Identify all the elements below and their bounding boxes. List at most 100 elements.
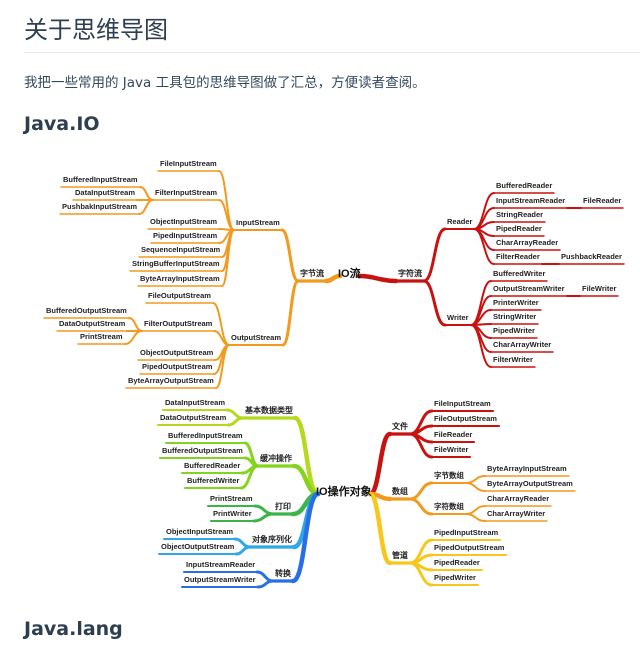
io-stream-map-node-filterreader-30: FilterReader [496, 252, 540, 261]
io-object-map-node-cn-9: 打印 [275, 502, 291, 511]
io-object-map-node-cn-23: 数组 [392, 487, 408, 496]
io-object-map-branch-3 [226, 416, 245, 427]
io-object-map-branch-16 [255, 570, 275, 583]
io-stream-map-node-inputstreamreader-25: InputStreamReader [496, 196, 566, 205]
io-stream-map-node-stringwriter-37: StringWriter [493, 312, 537, 321]
io-object-map-node-chararraywriter-29: CharArrayWriter [487, 509, 546, 518]
io-object-map-node-cn-27: 字符数组 [434, 502, 464, 511]
io-object-map-node-printstream-10: PrintStream [210, 494, 253, 503]
io-stream-map-branch-22 [356, 273, 399, 284]
io-stream-map-node-writer-32: Writer [447, 313, 469, 322]
section-heading-java-io: Java.IO [24, 113, 100, 135]
io-stream-map-node-fileoutputstream-14: FileOutputStream [148, 291, 211, 300]
io-stream-map-branch-1 [323, 273, 343, 284]
io-stream-map-node-dataoutputstream-17: DataOutputStream [59, 319, 126, 328]
io-object-map-node-bufferedinputstream-5: BufferedInputStream [168, 431, 243, 440]
io-object-map-node-objectinputstream-13: ObjectInputStream [166, 527, 234, 536]
io-object-map-node-outputstreamwriter-17: OutputStreamWriter [184, 575, 256, 584]
title-divider [24, 52, 640, 53]
io-object-map-branch-34 [408, 561, 434, 587]
io-stream-map-node-bufferedwriter-33: BufferedWriter [493, 269, 546, 278]
io-stream-map-node-stringbufferinputstream-11: StringBufferInputStream [132, 259, 220, 268]
io-object-map-node-cn-12: 对象序列化 [252, 535, 292, 544]
io-stream-map-node-pipedinputstream-9: PipedInputStream [153, 231, 218, 240]
io-object-map-node-pipedwriter-34: PipedWriter [434, 573, 476, 582]
io-stream-map-node-bufferedoutputstream-16: BufferedOutputStream [46, 306, 127, 315]
io-stream-map-node-sequenceinputstream-10: SequenceInputStream [141, 245, 221, 254]
io-stream-map-node-outputstream-13: OutputStream [231, 333, 282, 342]
io-object-map-node-fileinputstream-19: FileInputStream [434, 399, 491, 408]
io-object-map-node-fileoutputstream-20: FileOutputStream [434, 414, 497, 423]
io-object-map-node-cn-4: 缓冲操作 [260, 454, 292, 463]
io-stream-map-branch-27 [473, 221, 495, 230]
io-stream-map-node-pipedoutputstream-20: PipedOutputStream [142, 362, 213, 371]
io-stream-map-branch-30 [473, 228, 495, 265]
io-object-map-node-bufferedoutputstream-6: BufferedOutputStream [162, 446, 243, 455]
io-stream-map-node-pushbakinputstream-7: PushbakInputStream [62, 202, 138, 211]
io-stream-map-branch-32 [422, 279, 447, 327]
io-object-map-node-bytearrayinputstream-25: ByteArrayInputStream [487, 464, 567, 473]
io-object-map-node-filewriter-22: FileWriter [434, 445, 469, 454]
io-object-map-branch-8 [239, 464, 260, 490]
io-stream-map-node-outputstreamwriter-34: OutputStreamWriter [493, 284, 565, 293]
io-object-map-node-pipedoutputstream-32: PipedOutputStream [434, 543, 505, 552]
io-object-map-node-cn-24: 字节数组 [434, 471, 464, 480]
io-object-map-node-cn-1: 基本数据类型 [245, 406, 293, 415]
io-stream-map-branch-13 [281, 279, 300, 347]
io-stream-map-node-bytearrayoutputstream-21: ByteArrayOutputStream [128, 376, 214, 385]
io-stream-map-node-datainputstream-6: DataInputStream [75, 188, 136, 197]
io-stream-map-branch-2 [280, 228, 300, 283]
io-object-map-node-datainputstream-2: DataInputStream [165, 398, 226, 407]
io-stream-map-node-chararraywriter-39: CharArrayWriter [493, 340, 552, 349]
io-object-map-node-filereader-21: FileReader [434, 430, 473, 439]
io-object-map-node-bufferedreader-7: BufferedReader [184, 461, 241, 470]
io-stream-map-node-filterwriter-40: FilterWriter [493, 355, 533, 364]
io-stream-map-branch-18 [124, 330, 143, 345]
io-stream-map-branch-12 [221, 229, 235, 287]
io-object-map-node-root: IO操作对象 [316, 486, 372, 498]
io-object-map-branch-30 [367, 491, 393, 566]
io-stream-map-node-fileinputstream-3: FileInputStream [160, 159, 217, 168]
io-object-map-branch-14 [234, 545, 252, 556]
io-stream-map-node-cn-1: 字节流 [300, 269, 324, 278]
io-object-map-branch-27 [408, 497, 434, 516]
io-stream-map-node-inputstream-2: InputStream [236, 218, 280, 227]
io-object-map-branch-20 [408, 424, 434, 436]
io-stream-map-node-bufferedreader-24: BufferedReader [496, 181, 553, 190]
io-stream-map-branch-16 [128, 317, 143, 332]
io-stream-map-node-reader-23: Reader [447, 217, 473, 226]
io-object-map-node-dataoutputstream-3: DataOutputStream [160, 413, 227, 422]
io-stream-map-branch-40 [470, 324, 492, 368]
io-object-map-branch-11 [252, 512, 275, 523]
io-stream-map-node-filterinputstream-4: FilterInputStream [155, 188, 218, 197]
io-stream-map-node-chararrayreader-29: CharArrayReader [496, 238, 559, 247]
io-stream-map-node-pipedreader-28: PipedReader [496, 224, 542, 233]
io-stream-map-node-objectinputstream-8: ObjectInputStream [150, 217, 218, 226]
io-stream-map-node-printerwriter-36: PrinterWriter [493, 298, 539, 307]
io-stream-map-node-filteroutputstream-15: FilterOutputStream [144, 319, 213, 328]
io-object-map-node-cn-30: 管道 [392, 551, 408, 560]
io-object-map-node-cn-18: 文件 [392, 422, 408, 431]
io-object-map-branch-22 [408, 432, 434, 459]
io-stream-map-node-root: IO流 [338, 268, 361, 280]
io-stream-map-branch-23 [422, 227, 447, 283]
io-object-map-branch-25 [465, 475, 486, 484]
io-object-map-branch-24 [408, 481, 434, 501]
io-stream-map-node-filereader-26: FileReader [583, 196, 622, 205]
intro-paragraph: 我把一些常用的 Java 工具包的思维导图做了汇总，方便读者查阅。 [24, 75, 426, 91]
io-stream-map-node-bytearrayinputstream-12: ByteArrayInputStream [140, 274, 220, 283]
io-object-map-node-objectoutputstream-14: ObjectOutputStream [161, 542, 235, 551]
io-object-map-branch-29 [465, 513, 486, 522]
io-stream-map-branch-7 [138, 199, 154, 215]
io-object-map-branch-28 [465, 505, 486, 515]
page-title: 关于思维导图 [24, 16, 168, 44]
io-object-map-branch-15 [290, 491, 321, 584]
io-stream-map-node-filewriter-35: FileWriter [582, 284, 617, 293]
io-object-map-node-bytearrayoutputstream-26: ByteArrayOutputStream [487, 479, 573, 488]
io-object-map-node-bufferedwriter-8: BufferedWriter [187, 476, 240, 485]
io-object-map-branch-2 [225, 408, 245, 420]
io-object-map-branch-17 [256, 579, 275, 589]
io-object-map-node-printwriter-11: PrintWriter [213, 509, 252, 518]
io-object-map-node-cn-15: 转换 [275, 569, 291, 578]
